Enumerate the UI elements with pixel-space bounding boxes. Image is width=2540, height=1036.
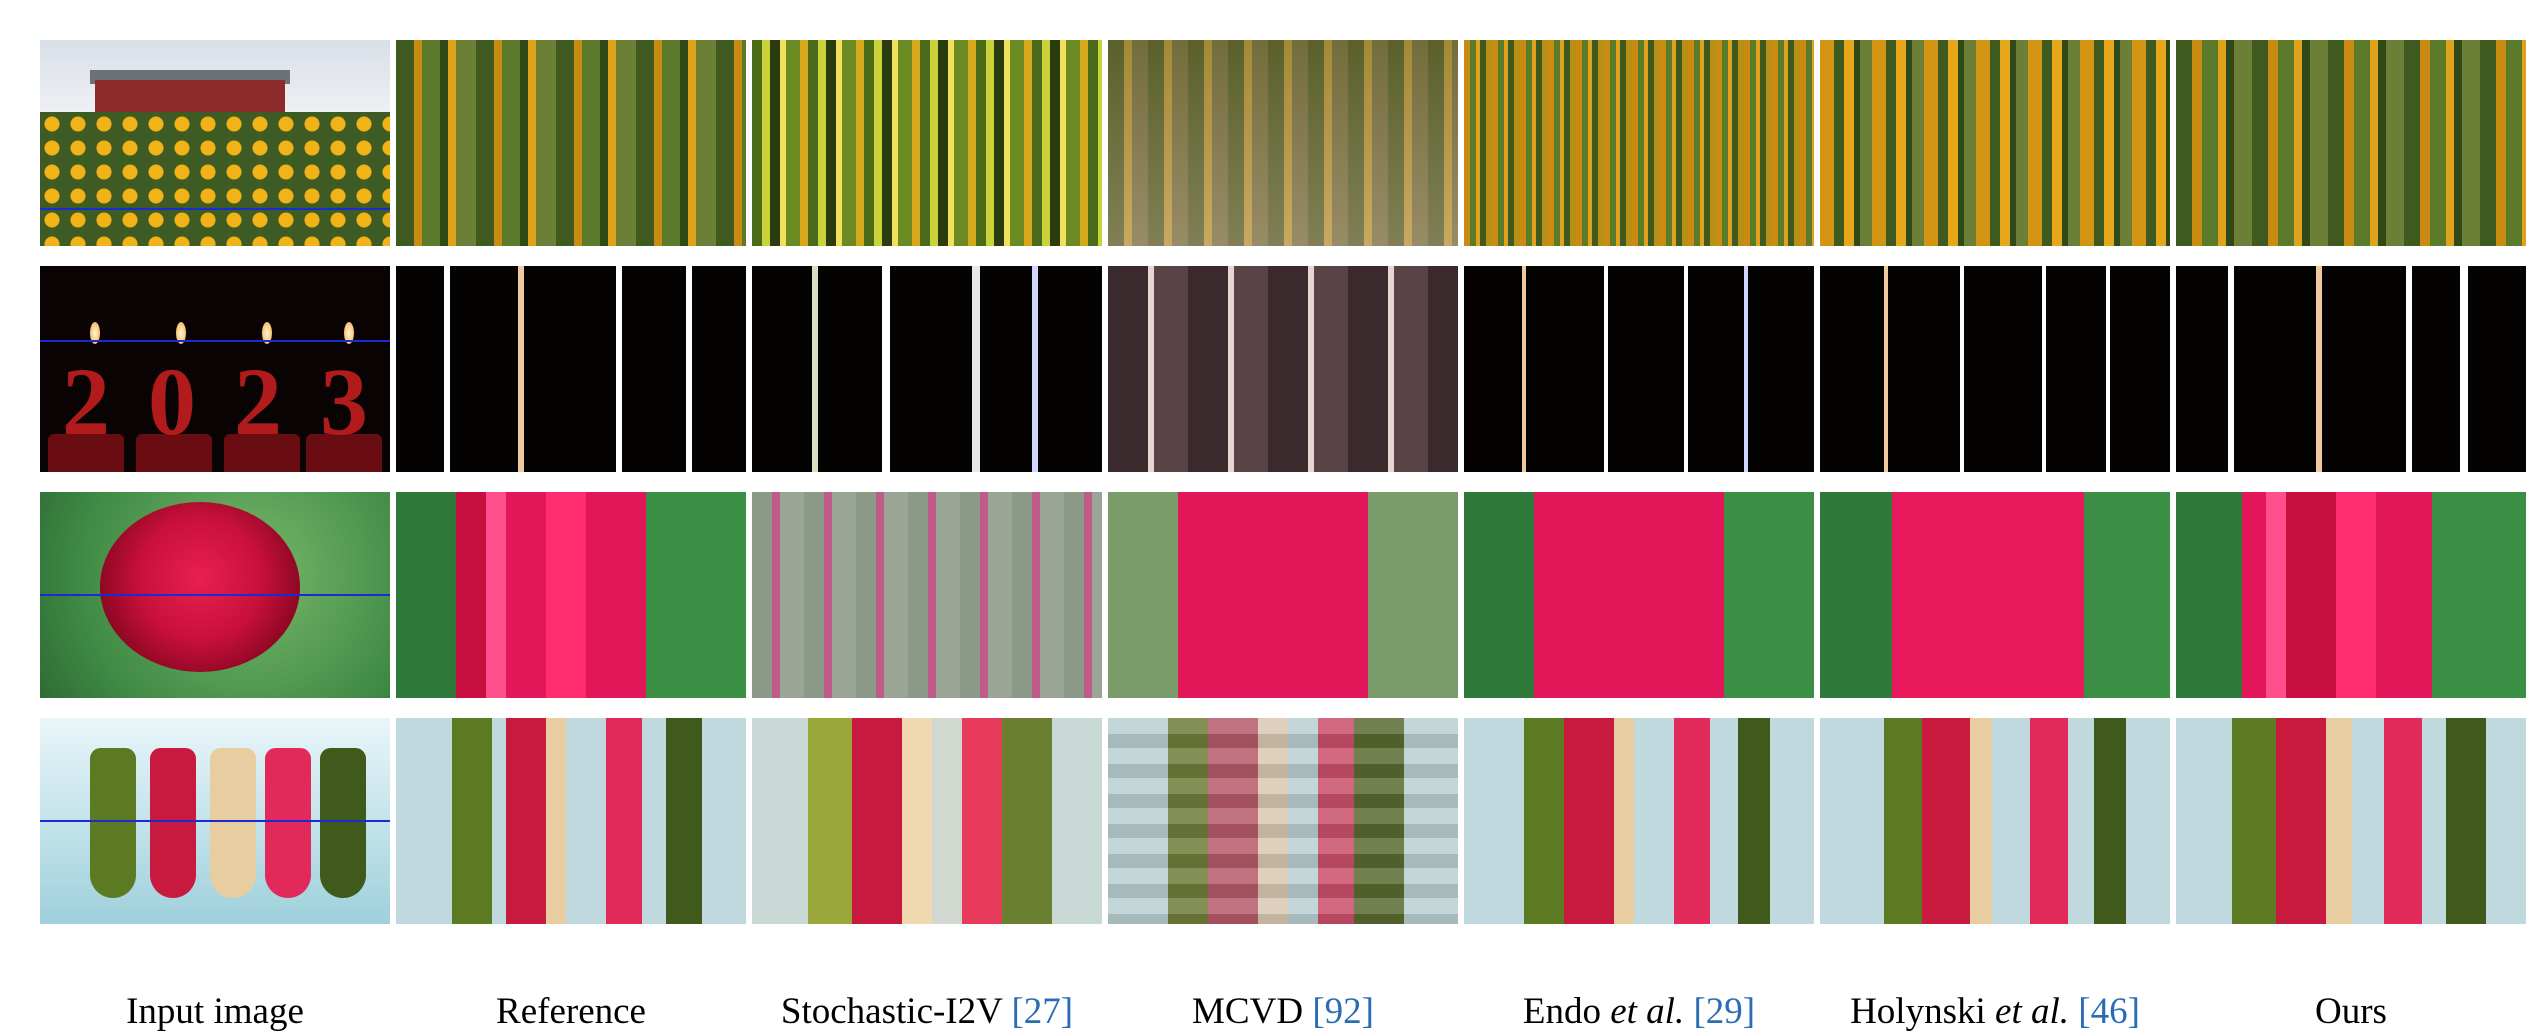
input-image-socks	[40, 718, 390, 924]
scanline-marker	[40, 594, 390, 596]
citation-link[interactable]: [46]	[2078, 991, 2140, 1032]
row-rose	[40, 492, 2526, 698]
xt-slice-reference	[396, 492, 746, 698]
xt-slice-mcvd	[1108, 492, 1458, 698]
caption-ours: Ours	[2315, 991, 2387, 1032]
xt-slice-stochastic-i2v	[752, 492, 1102, 698]
scanline-marker	[40, 208, 390, 210]
xt-slice-holynski	[1820, 266, 2170, 472]
xt-slice-reference	[396, 40, 746, 246]
caption-mcvd: MCVD [92]	[1192, 991, 1374, 1032]
citation-link[interactable]: [92]	[1312, 991, 1374, 1032]
xt-slice-holynski	[1820, 40, 2170, 246]
xt-slice-ours	[2176, 266, 2526, 472]
xt-slice-reference	[396, 718, 746, 924]
scanline-marker	[40, 820, 390, 822]
xt-slice-ours	[2176, 492, 2526, 698]
row-sunflower	[40, 40, 2526, 246]
input-image-sunflower	[40, 40, 390, 246]
xt-slice-mcvd	[1108, 40, 1458, 246]
xt-slice-holynski	[1820, 718, 2170, 924]
caption-reference: Reference	[496, 991, 646, 1032]
xt-slice-endo	[1464, 718, 1814, 924]
xt-slice-endo	[1464, 40, 1814, 246]
xt-slice-mcvd	[1108, 266, 1458, 472]
xt-slice-endo	[1464, 266, 1814, 472]
xt-slice-mcvd	[1108, 718, 1458, 924]
xt-slice-ours	[2176, 718, 2526, 924]
caption-stochastic-i2v: Stochastic-I2V [27]	[780, 991, 1074, 1032]
column-captions: Input image Reference Stochastic-I2V [27…	[40, 990, 2526, 1033]
caption-input-image: Input image	[126, 991, 304, 1032]
scanline-marker	[40, 340, 390, 342]
input-image-rose	[40, 492, 390, 698]
xt-slice-stochastic-i2v	[752, 266, 1102, 472]
row-socks	[40, 718, 2526, 924]
xt-slice-reference	[396, 266, 746, 472]
xt-slice-stochastic-i2v	[752, 40, 1102, 246]
citation-link[interactable]: [27]	[1011, 991, 1074, 1032]
xt-slice-holynski	[1820, 492, 2170, 698]
xt-slice-stochastic-i2v	[752, 718, 1102, 924]
caption-holynski: Holynski et al. [46]	[1850, 991, 2140, 1032]
xt-slice-ours	[2176, 40, 2526, 246]
caption-endo: Endo et al. [29]	[1522, 991, 1756, 1032]
citation-link[interactable]: [29]	[1693, 991, 1756, 1032]
xt-slice-endo	[1464, 492, 1814, 698]
